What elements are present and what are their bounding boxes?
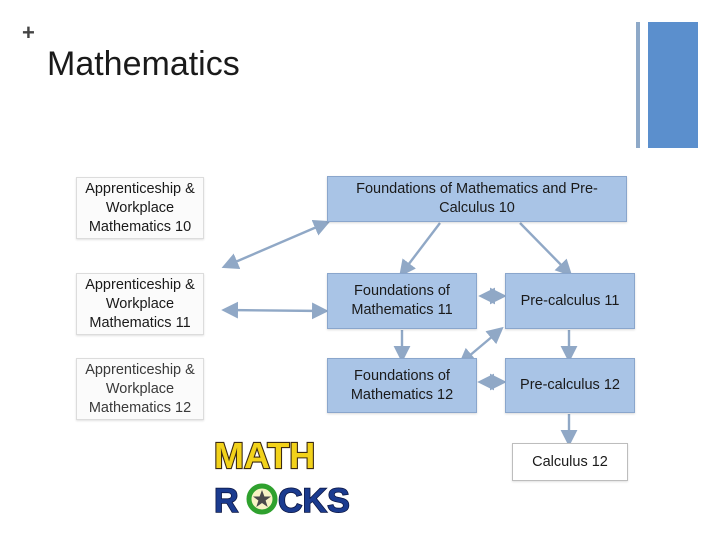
decorative-bar-thin bbox=[636, 22, 640, 148]
box-apw-10-label: Apprenticeship & Workplace Mathematics 1… bbox=[85, 180, 195, 235]
plus-icon: + bbox=[22, 20, 35, 45]
box-precalc-11-label: Pre-calculus 11 bbox=[520, 292, 620, 309]
decorative-bar-block bbox=[648, 22, 698, 148]
page-title: Mathematics bbox=[47, 45, 240, 83]
arrow-fpc10-fom11 bbox=[399, 222, 441, 277]
box-apw-12: Apprenticeship & Workplace Mathematics 1… bbox=[76, 358, 204, 420]
arrow-apw11-fpc10 bbox=[221, 220, 331, 269]
logo-cks-text: CKS bbox=[278, 482, 350, 520]
box-precalc-12: Pre-calculus 12 bbox=[505, 358, 635, 413]
arrow-pc11-fom12 bbox=[458, 326, 504, 366]
box-foundations-11-label: Foundations of Mathematics 11 bbox=[351, 283, 453, 318]
box-apw-11: Apprenticeship & Workplace Mathematics 1… bbox=[76, 273, 204, 335]
box-precalc-12-label: Pre-calculus 12 bbox=[520, 377, 620, 393]
box-foundations-11: Foundations of Mathematics 11 bbox=[327, 273, 477, 329]
logo-star-icon bbox=[253, 490, 271, 507]
math-rocks-logo: MATH R CKS bbox=[213, 434, 351, 520]
arrow-apw11-fom11 bbox=[221, 301, 329, 320]
box-foundations-precalc-10-label: Foundations of Mathematics and Pre-Calcu… bbox=[356, 181, 598, 216]
box-foundations-12: Foundations of Mathematics 12 bbox=[327, 358, 477, 413]
box-apw-11-label: Apprenticeship & Workplace Mathematics 1… bbox=[85, 276, 195, 331]
logo-math-text: MATH bbox=[214, 435, 315, 476]
box-precalc-11: Pre-calculus 11 bbox=[505, 273, 635, 329]
box-foundations-precalc-10: Foundations of Mathematics and Pre-Calcu… bbox=[327, 176, 627, 222]
box-apw-10: Apprenticeship & Workplace Mathematics 1… bbox=[76, 177, 204, 239]
box-apw-12-label: Apprenticeship & Workplace Mathematics 1… bbox=[85, 361, 195, 416]
logo-r-text: R bbox=[214, 482, 239, 520]
arrow-fpc10-pc11 bbox=[519, 222, 573, 277]
box-foundations-12-label: Foundations of Mathematics 12 bbox=[350, 367, 454, 403]
box-calculus-12-label: Calculus 12 bbox=[532, 453, 608, 470]
box-calculus-12: Calculus 12 bbox=[512, 443, 628, 481]
